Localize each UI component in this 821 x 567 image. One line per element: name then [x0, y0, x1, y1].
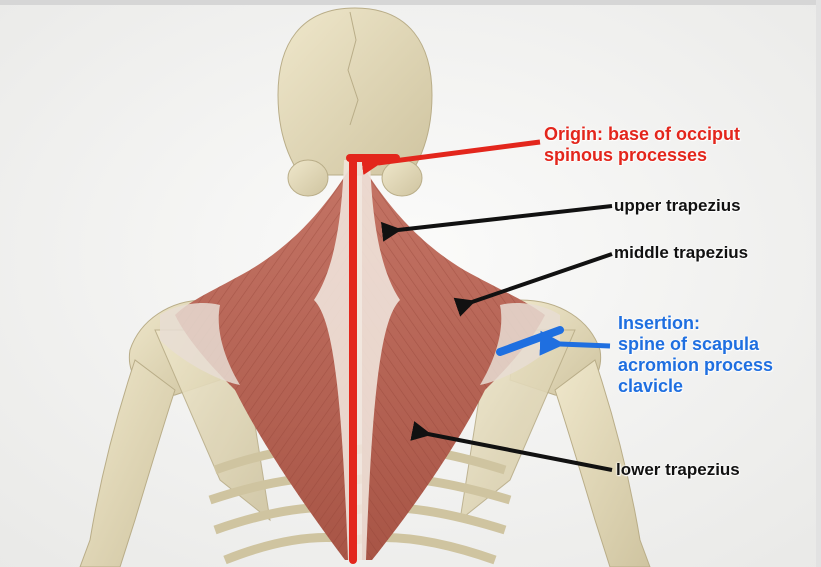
- insertion-label-line-2: spine of scapula: [618, 334, 773, 355]
- right-frame-bar: [816, 0, 821, 567]
- lower-trapezius-label: lower trapezius: [616, 459, 740, 480]
- insertion-pointer-arrow: [560, 344, 610, 346]
- upper-trapezius-label: upper trapezius: [614, 195, 741, 216]
- insertion-label-line-4: clavicle: [618, 376, 773, 397]
- origin-label-line-1: Origin: base of occiput: [544, 124, 740, 145]
- insertion-label-title: Insertion:: [618, 313, 773, 334]
- insertion-label: Insertion: spine of scapula acromion pro…: [618, 313, 773, 397]
- left-mastoid: [288, 160, 328, 196]
- origin-label-line-2: spinous processes: [544, 145, 740, 166]
- top-frame-bar: [0, 0, 821, 5]
- middle-trapezius-label: middle trapezius: [614, 242, 748, 263]
- insertion-label-line-3: acromion process: [618, 355, 773, 376]
- right-mastoid: [382, 160, 422, 196]
- origin-label: Origin: base of occiput spinous processe…: [544, 124, 740, 166]
